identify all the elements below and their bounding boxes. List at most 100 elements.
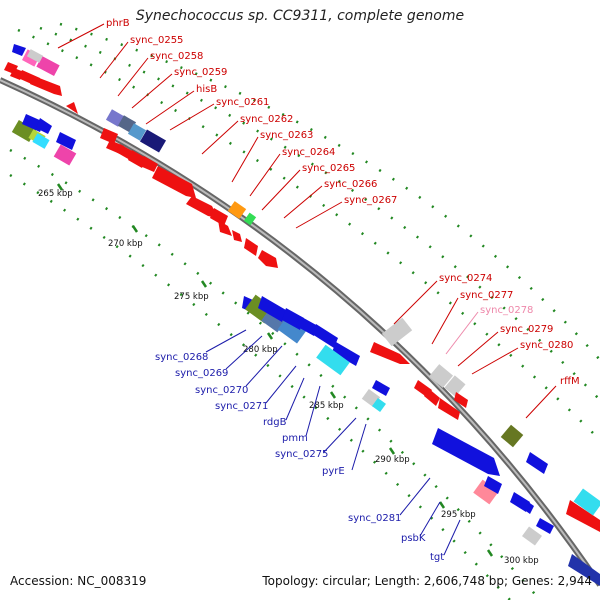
gene-feature [566, 500, 600, 532]
scale-ticks [56, 183, 494, 557]
forward-leader-lines [57, 23, 557, 419]
gene-feature [139, 129, 167, 153]
forward-gene-labels: phrB sync_0255 sync_0258 sync_0259 hisB … [106, 18, 580, 387]
gene-feature [568, 554, 600, 586]
gene-feature [32, 133, 50, 149]
gene-feature [444, 375, 466, 397]
gene-label: sync_0266 [324, 179, 377, 190]
gene-label: sync_0269 [175, 368, 228, 379]
gene-label: pmm [282, 433, 308, 444]
reverse-leader-lines [205, 329, 461, 556]
gene-label: sync_0280 [520, 340, 573, 351]
scale-label: 270 kbp [108, 239, 143, 249]
gene-label: sync_0267 [344, 195, 397, 206]
gene-feature [12, 44, 26, 56]
gene-feature [127, 123, 147, 141]
gene-feature [218, 220, 232, 236]
gene-label: sync_0278 [480, 305, 533, 316]
gene-feature [258, 250, 278, 268]
gene-label: sync_0263 [260, 130, 313, 141]
gene-feature [244, 238, 258, 256]
gene-label: sync_0258 [150, 51, 203, 62]
scale-label: 285 kbp [309, 401, 344, 411]
gene-feature [370, 342, 410, 364]
gene-feature [296, 316, 318, 336]
dotted-tracks [9, 22, 600, 600]
gene-feature [116, 144, 134, 160]
scale-labels: 265 kbp 270 kbp 275 kbp 280 kbp 285 kbp … [38, 189, 539, 566]
gene-feature [210, 208, 228, 226]
gene-feature [232, 230, 242, 242]
gene-feature [381, 317, 413, 347]
gene-feature [473, 479, 499, 505]
gene-feature [312, 324, 338, 348]
gene-label: pyrE [322, 466, 345, 477]
gene-label: tgt [430, 552, 444, 563]
gene-label: rffM [560, 376, 580, 387]
scale-label: 275 kbp [174, 292, 209, 302]
gene-label: sync_0271 [215, 401, 268, 412]
gene-feature [56, 132, 76, 150]
scale-label: 265 kbp [38, 189, 73, 199]
genome-backbone [0, 77, 600, 587]
gene-label: sync_0264 [282, 147, 335, 158]
gene-feature [332, 342, 360, 366]
gene-feature [36, 118, 52, 134]
gene-label: psbK [401, 533, 426, 544]
gene-feature [424, 388, 440, 406]
gene-label: sync_0279 [500, 324, 553, 335]
scale-label: 290 kbp [375, 455, 410, 465]
gene-feature [105, 109, 125, 127]
gene-label: sync_0255 [130, 35, 183, 46]
gene-label: phrB [106, 18, 130, 29]
topology-summary: Topology: circular; Length: 2,606,748 bp… [262, 574, 592, 588]
gene-label: sync_0259 [174, 67, 227, 78]
gene-feature [227, 201, 247, 219]
gene-feature [372, 380, 390, 396]
gene-feature [30, 76, 62, 96]
gene-feature [152, 166, 196, 198]
reverse-gene-labels: sync_0268 sync_0269 sync_0270 sync_0271 … [155, 352, 444, 563]
gene-label: sync_0277 [460, 290, 513, 301]
gene-label: sync_0261 [216, 97, 269, 108]
gene-label: sync_0274 [439, 273, 492, 284]
gene-feature [258, 296, 286, 322]
gene-feature [432, 428, 500, 476]
gene-feature [66, 102, 78, 114]
pseudo-leader-line [445, 311, 479, 355]
gene-feature [454, 392, 468, 408]
gene-label: sync_0262 [240, 114, 293, 125]
reverse-genes [11, 44, 600, 586]
gene-label: sync_0265 [302, 163, 355, 174]
gene-label: sync_0275 [275, 449, 328, 460]
gene-feature [243, 212, 257, 226]
gene-feature [438, 398, 460, 420]
gene-feature [536, 518, 554, 534]
gene-label: rdgB [263, 417, 287, 428]
map-title: Synechococcus sp. CC9311, complete genom… [135, 8, 465, 24]
scale-label: 295 kbp [441, 510, 476, 520]
gene-feature [100, 128, 118, 144]
gene-feature [500, 424, 524, 448]
gene-feature [186, 196, 218, 218]
gene-feature [516, 496, 534, 514]
scale-label: 280 kbp [243, 345, 278, 355]
gene-feature [372, 398, 386, 412]
gene-feature [526, 452, 548, 474]
gene-label: sync_0270 [195, 385, 248, 396]
gene-label: sync_0268 [155, 352, 208, 363]
gene-label: sync_0281 [348, 513, 401, 524]
gene-feature [36, 56, 60, 76]
gene-feature [573, 488, 600, 516]
gene-feature [522, 526, 542, 546]
gene-feature [140, 156, 158, 172]
scale-label: 300 kbp [504, 556, 539, 566]
gene-feature [53, 144, 77, 166]
gene-feature [428, 364, 454, 388]
forward-genes [4, 49, 600, 532]
gene-feature [277, 316, 307, 344]
gene-feature [316, 344, 350, 376]
gene-feature [26, 49, 44, 63]
gene-feature [484, 476, 502, 494]
